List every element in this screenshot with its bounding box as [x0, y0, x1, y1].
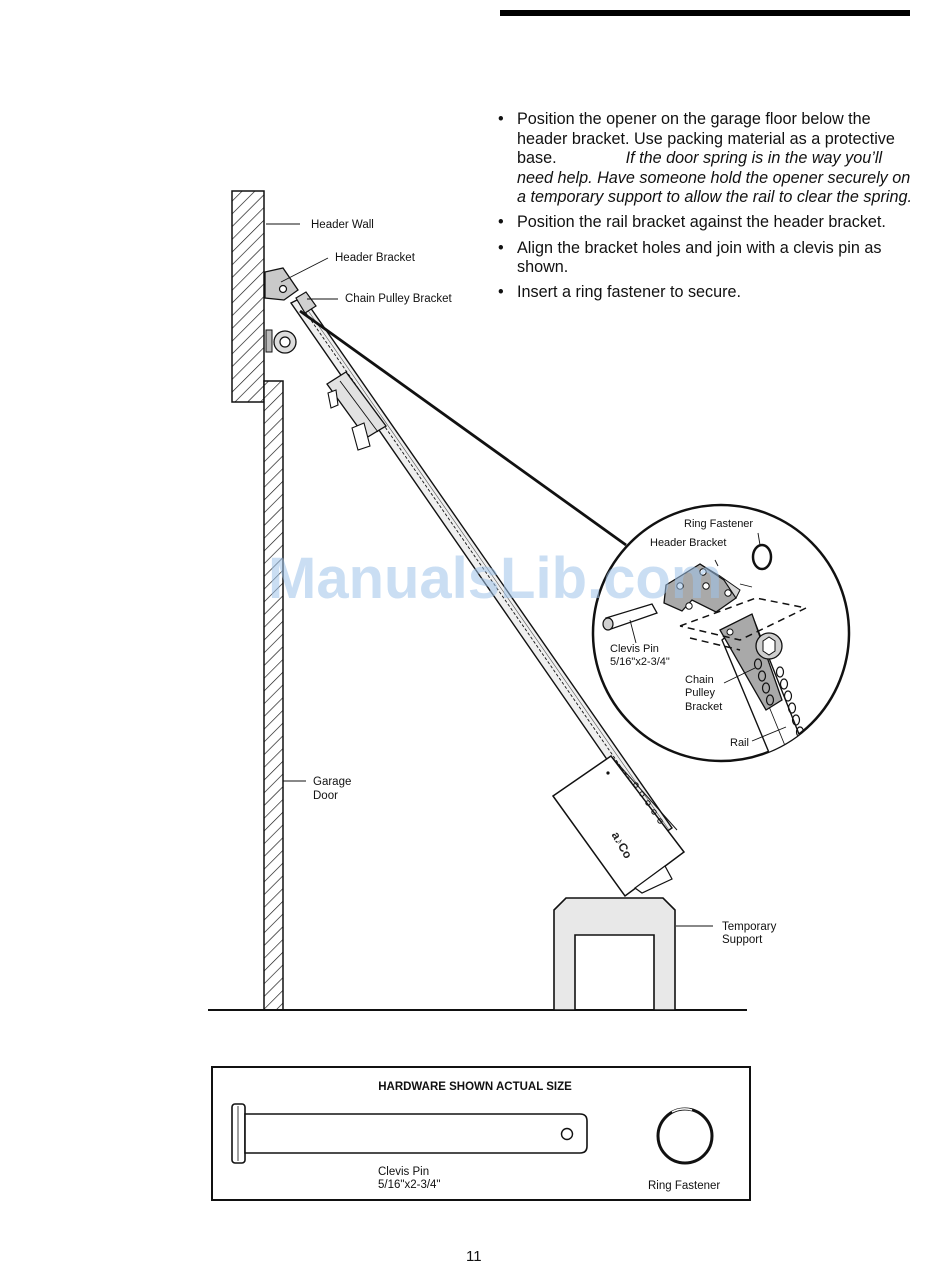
header-bracket-label: Header Bracket [335, 252, 416, 264]
hardware-clevis-pin-label-1: Clevis Pin [378, 1166, 429, 1178]
inset-clevis-pin-label-2: 5/16"x2-3/4" [610, 656, 670, 668]
inset-chain-label-3: Bracket [685, 701, 722, 713]
bullet: • [498, 238, 504, 257]
garage-door-label-1: Garage [313, 776, 351, 788]
instruction-step-1: • Position the opener on the garage floo… [498, 110, 918, 208]
instruction-text: Position the opener on the garage floor … [517, 110, 895, 168]
temporary-support-label-1: Temporary [722, 921, 777, 933]
top-rule [500, 10, 910, 16]
bullet: • [498, 283, 504, 302]
instruction-step-2: • Position the rail bracket against the … [498, 213, 918, 233]
page-number: 11 [466, 1248, 482, 1265]
instruction-text: Insert a ring fastener to secure. [517, 283, 742, 302]
bullet: • [498, 213, 504, 232]
inset-chain-label-2: Pulley [685, 687, 715, 699]
header-bracket-drawing [264, 267, 299, 354]
motor-unit-drawing: a♪Co [551, 754, 686, 898]
detail-inset: Ring Fastener Header Bracket Clevis Pin … [591, 503, 851, 763]
instruction-note: If the door spring is in the way you’ll … [517, 149, 912, 207]
instruction-text: Align the bracket holes and join with a … [517, 238, 882, 277]
garage-door-label-2: Door [313, 790, 338, 802]
leader-lines [266, 223, 713, 927]
inset-chain-label-1: Chain [685, 674, 714, 686]
hardware-title: HARDWARE SHOWN ACTUAL SIZE [378, 1081, 572, 1093]
hardware-ring-fastener-label: Ring Fastener [648, 1180, 720, 1192]
inset-ring-fastener-label: Ring Fastener [684, 518, 753, 530]
header-wall [231, 190, 265, 403]
inset-header-bracket-label: Header Bracket [650, 537, 726, 549]
chain-pulley-bracket-label: Chain Pulley Bracket [345, 293, 453, 305]
instruction-step-4: • Insert a ring fastener to secure. [498, 283, 918, 303]
hardware-clevis-pin-label-2: 5/16"x2-3/4" [378, 1179, 441, 1191]
temporary-support-label-2: Support [722, 934, 763, 946]
instruction-step-3: • Align the bracket holes and join with … [498, 239, 918, 278]
inset-callout-line [299, 309, 627, 547]
instruction-list: • Position the opener on the garage floo… [498, 110, 918, 308]
garage-door [263, 380, 284, 1011]
instruction-text: Position the rail bracket against the he… [517, 213, 886, 232]
bullet: • [498, 110, 504, 128]
header-wall-label: Header Wall [311, 219, 374, 231]
hardware-box: HARDWARE SHOWN ACTUAL SIZE Clevis Pin 5/… [211, 1066, 751, 1201]
ring-fastener-drawing [656, 1107, 714, 1165]
inset-rail-label: Rail [730, 737, 749, 749]
temporary-support [553, 897, 676, 1011]
inset-clevis-pin-label-1: Clevis Pin [610, 643, 659, 655]
trolley-drawing [326, 371, 387, 451]
watermark: ManualsLib.com [268, 546, 722, 611]
clevis-pin-drawing [231, 1103, 588, 1164]
